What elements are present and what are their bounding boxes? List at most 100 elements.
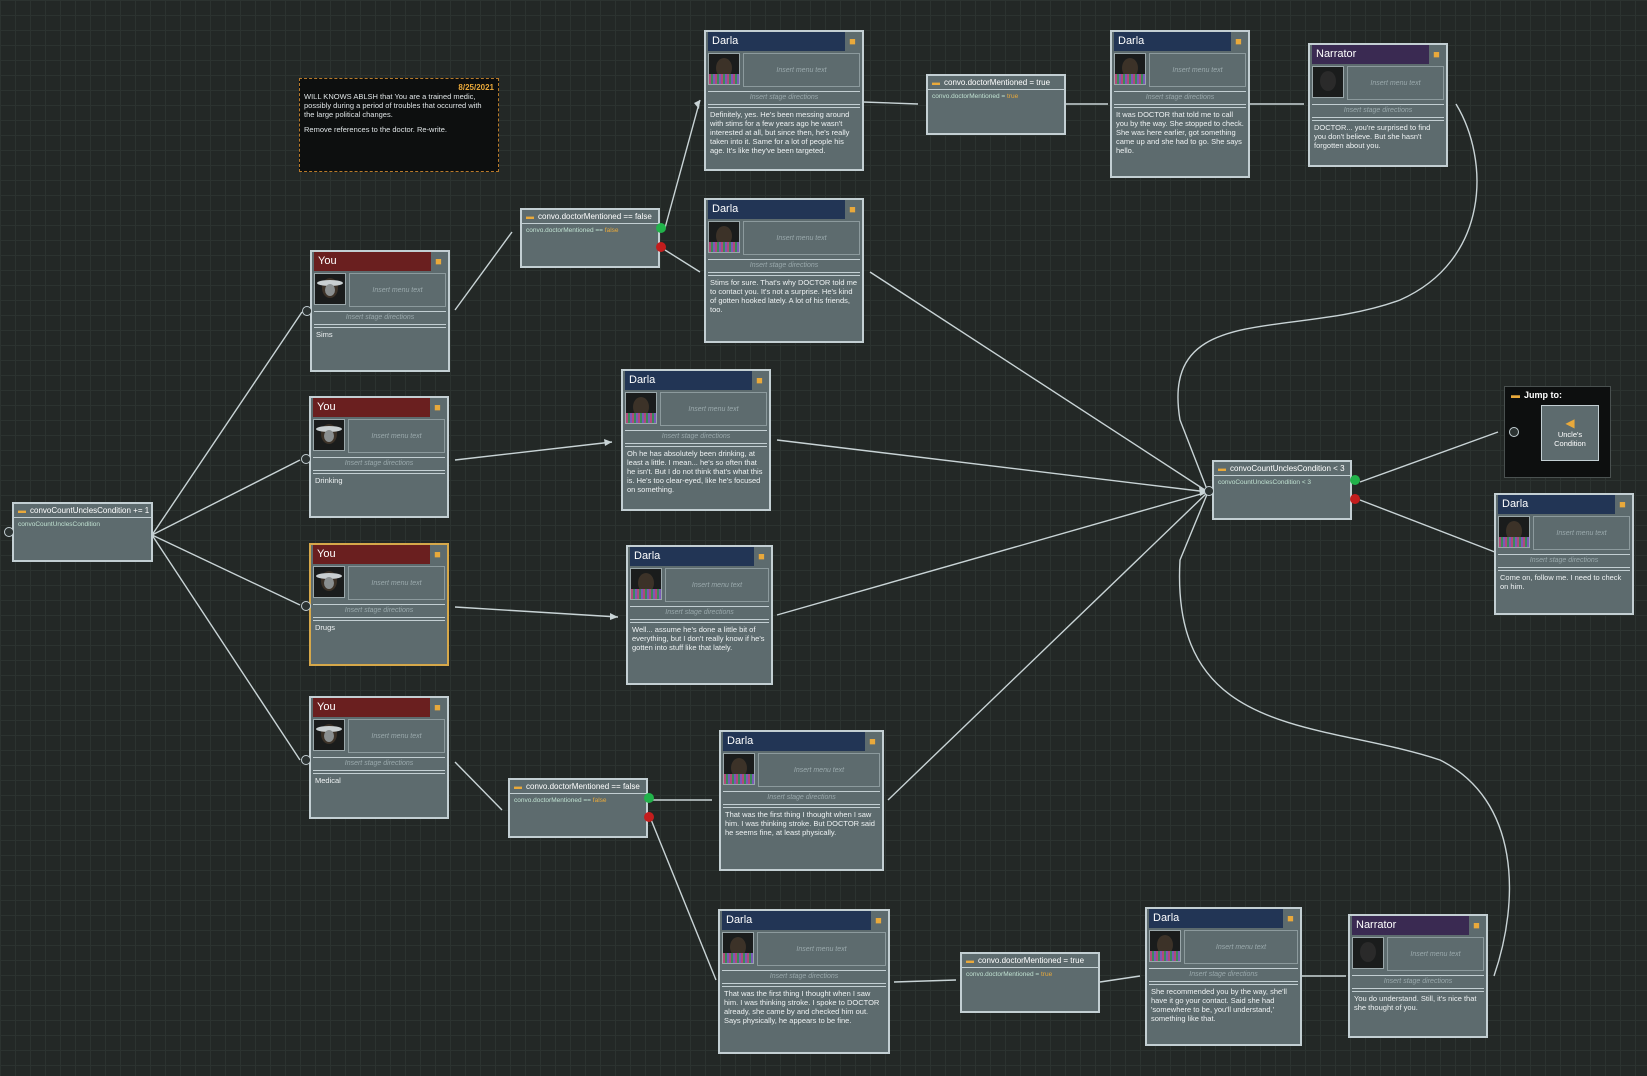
dialogue-node-darla-2[interactable]: Darla■ Insert menu text Insert stage dir… [704,198,864,343]
dialogue-text[interactable]: Stims for sure. That's why DOCTOR told m… [708,275,860,316]
stage-directions-field[interactable]: Insert stage directions [630,606,769,620]
dialogue-text[interactable]: Come on, follow me. I need to check on h… [1498,570,1630,593]
darla-portrait [1498,516,1530,548]
dialogue-text[interactable]: You do understand. Still, it's nice that… [1352,991,1484,1014]
dialogue-text[interactable]: Medical [313,773,445,787]
condition-node-doctor-mentioned-a[interactable]: ▬convo.doctorMentioned == false convo.do… [520,208,660,268]
dialogue-text[interactable]: Sims [314,327,446,341]
input-pin[interactable] [4,527,14,537]
condition-node-doctor-mentioned-b[interactable]: ▬convo.doctorMentioned == false convo.do… [508,778,648,838]
stage-directions-field[interactable]: Insert stage directions [313,604,445,618]
darla-portrait [722,932,754,964]
start-condition-node[interactable]: ▬convoCountUnclesCondition += 1 convoCou… [12,502,153,562]
stage-directions-field[interactable]: Insert stage directions [1149,968,1298,982]
menu-text-field[interactable]: Insert menu text [758,753,880,787]
menu-text-field[interactable]: Insert menu text [1149,53,1246,87]
dialogue-node-you-medical[interactable]: You■ Insert menu text Insert stage direc… [309,696,449,819]
dialogue-node-darla-4[interactable]: Darla■ Insert menu text Insert stage dir… [626,545,773,685]
stage-directions-field[interactable]: Insert stage directions [1312,104,1444,118]
input-pin[interactable] [1204,486,1214,496]
stage-directions-field[interactable]: Insert stage directions [313,457,445,471]
menu-text-field[interactable]: Insert menu text [1533,516,1630,550]
dialogue-node-darla-3[interactable]: Darla■ Insert menu text Insert stage dir… [621,369,771,511]
dialogue-text[interactable]: That was the first thing I thought when … [723,807,880,839]
speaker-name: You [313,698,430,717]
dialogue-node-darla-7[interactable]: Darla■ Insert menu text Insert stage dir… [1110,30,1250,178]
true-output-pin[interactable] [644,793,654,803]
dialogue-node-you-sims[interactable]: You■ Insert menu text Insert stage direc… [310,250,450,372]
input-pin[interactable] [301,755,311,765]
dialogue-node-darla-8[interactable]: Darla■ Insert menu text Insert stage dir… [1145,907,1302,1046]
speaker-name: Darla [1498,495,1615,514]
input-pin[interactable] [301,601,311,611]
stage-directions-field[interactable]: Insert stage directions [625,430,767,444]
stage-directions-field[interactable]: Insert stage directions [708,91,860,105]
speaker-name: Darla [1149,909,1283,928]
input-pin[interactable] [301,454,311,464]
instruction-node-set-doctor-mentioned-bottom[interactable]: ▬convo.doctorMentioned = true convo.doct… [960,952,1100,1013]
dialogue-text[interactable]: DOCTOR... you're surprised to find you d… [1312,120,1444,152]
menu-text-field[interactable]: Insert menu text [660,392,767,426]
stage-directions-field[interactable]: Insert stage directions [723,791,880,805]
speech-bubble-icon: ■ [869,735,876,748]
menu-text-field[interactable]: Insert menu text [1347,66,1444,100]
menu-text-field[interactable]: Insert menu text [1387,937,1484,971]
menu-text-field[interactable]: Insert menu text [348,566,445,600]
dialogue-node-darla-5[interactable]: Darla■ Insert menu text Insert stage dir… [719,730,884,871]
stage-directions-field[interactable]: Insert stage directions [708,259,860,273]
dialogue-node-narrator-1[interactable]: Narrator■ Insert menu text Insert stage … [1308,43,1448,167]
jump-icon: ▬ [1511,390,1520,400]
menu-text-field[interactable]: Insert menu text [743,53,860,87]
speaker-name: You [313,545,430,564]
dialogue-text[interactable]: Drugs [313,620,445,634]
stage-directions-field[interactable]: Insert stage directions [313,757,445,771]
input-pin[interactable] [1509,427,1519,437]
dialogue-text[interactable]: Well... assume he's done a little bit of… [630,622,769,654]
stage-directions-field[interactable]: Insert stage directions [722,970,886,984]
dialogue-node-you-drugs[interactable]: You■ Insert menu text Insert stage direc… [309,543,449,666]
stage-directions-field[interactable]: Insert stage directions [1352,975,1484,989]
menu-text-field[interactable]: Insert menu text [757,932,886,966]
menu-text-field[interactable]: Insert menu text [348,419,445,453]
dialogue-node-darla-9[interactable]: Darla■ Insert menu text Insert stage dir… [1494,493,1634,615]
false-output-pin[interactable] [656,242,666,252]
input-pin[interactable] [302,306,312,316]
dialogue-node-you-drinking[interactable]: You■ Insert menu text Insert stage direc… [309,396,449,518]
dialogue-node-darla-1[interactable]: Darla■ Insert menu text Insert stage dir… [704,30,864,171]
dialogue-text[interactable]: That was the first thing I thought when … [722,986,886,1027]
jump-target[interactable]: ◀ Uncle's Condition [1541,405,1599,461]
darla-portrait [723,753,755,785]
dialogue-node-narrator-2[interactable]: Narrator■ Insert menu text Insert stage … [1348,914,1488,1038]
dialogue-text[interactable]: Definitely, yes. He's been messing aroun… [708,107,860,157]
menu-text-field[interactable]: Insert menu text [1184,930,1298,964]
jump-node[interactable]: ▬Jump to: ◀ Uncle's Condition [1504,386,1611,478]
false-output-pin[interactable] [1350,494,1360,504]
condition-node-count-less-than-3[interactable]: ▬convoCountUnclesCondition < 3 convoCoun… [1212,460,1352,520]
instruction-icon: ▬ [932,78,940,87]
menu-text-field[interactable]: Insert menu text [743,221,860,255]
note-line-2: Remove references to the doctor. Re-writ… [304,125,447,134]
menu-text-field[interactable]: Insert menu text [348,719,445,753]
true-output-pin[interactable] [1350,475,1360,485]
dialogue-node-darla-6[interactable]: Darla■ Insert menu text Insert stage dir… [718,909,890,1054]
dialogue-text[interactable]: She recommended you by the way, she'll h… [1149,984,1298,1025]
instruction-icon: ▬ [18,506,26,515]
speaker-name: Narrator [1352,916,1469,935]
false-output-pin[interactable] [644,812,654,822]
instruction-value: true [1007,93,1019,100]
comment-note[interactable]: 8/25/2021 WILL KNOWS ABLSH that You are … [299,78,499,172]
stage-directions-field[interactable]: Insert stage directions [314,311,446,325]
menu-text-field[interactable]: Insert menu text [665,568,769,602]
dialogue-text[interactable]: It was DOCTOR that told me to call you b… [1114,107,1246,157]
stage-directions-field[interactable]: Insert stage directions [1498,554,1630,568]
true-output-pin[interactable] [656,223,666,233]
condition-header: convoCountUnclesCondition < 3 [1230,464,1345,473]
menu-text-field[interactable]: Insert menu text [349,273,446,307]
stage-directions-field[interactable]: Insert stage directions [1114,91,1246,105]
dialogue-text[interactable]: Drinking [313,473,445,487]
dialogue-text[interactable]: Oh he has absolutely been drinking, at l… [625,446,767,496]
instruction-node-set-doctor-mentioned-top[interactable]: ▬convo.doctorMentioned = true convo.doct… [926,74,1066,135]
speaker-name: Darla [722,911,871,930]
note-date: 8/25/2021 [458,83,494,92]
